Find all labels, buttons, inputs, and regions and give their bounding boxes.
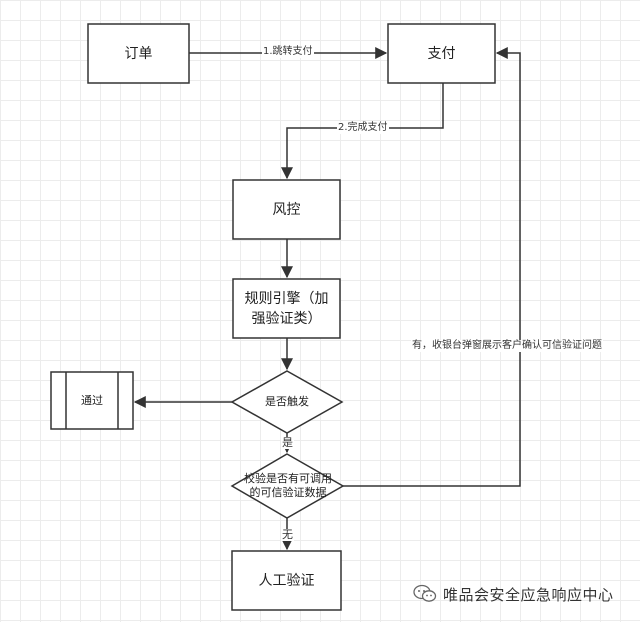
rule-engine-box [232,278,341,339]
payment-label: 支付 [427,45,456,62]
rule-engine-label: 规则引擎（加强验证类） [244,290,329,327]
check-verify-label: 校验是否有可调用的可信验证数据 [244,472,332,499]
is-triggered-label: 是否触发 [265,395,309,408]
watermark-text: 唯品会安全应急响应中心 [443,585,614,604]
manual-verify-label: 人工验证 [258,572,315,589]
manual-verify-box [231,550,342,611]
edge-label-triggered-yes: 是 [281,436,294,449]
order-label: 订单 [124,45,153,62]
edge-label-has-data: 有，收银台弹窗展示客户确认可信验证问题 [411,340,603,352]
risk-control-label: 风控 [272,201,301,218]
watermark: 唯品会安全应急响应中心 [413,580,633,608]
order-box [87,23,190,84]
edge-label-no-data: 无 [281,528,294,541]
pass-box [50,371,134,430]
wechat-icon [413,584,437,602]
risk-control-box [232,179,341,240]
payment-box [387,23,496,84]
edge-label-payment-to-risk: 2.完成支付 [337,122,389,134]
pass-label: 通过 [81,393,103,407]
edge-check-to-payment [343,47,521,487]
edge-label-order-to-payment: 1.跳转支付 [262,46,314,58]
